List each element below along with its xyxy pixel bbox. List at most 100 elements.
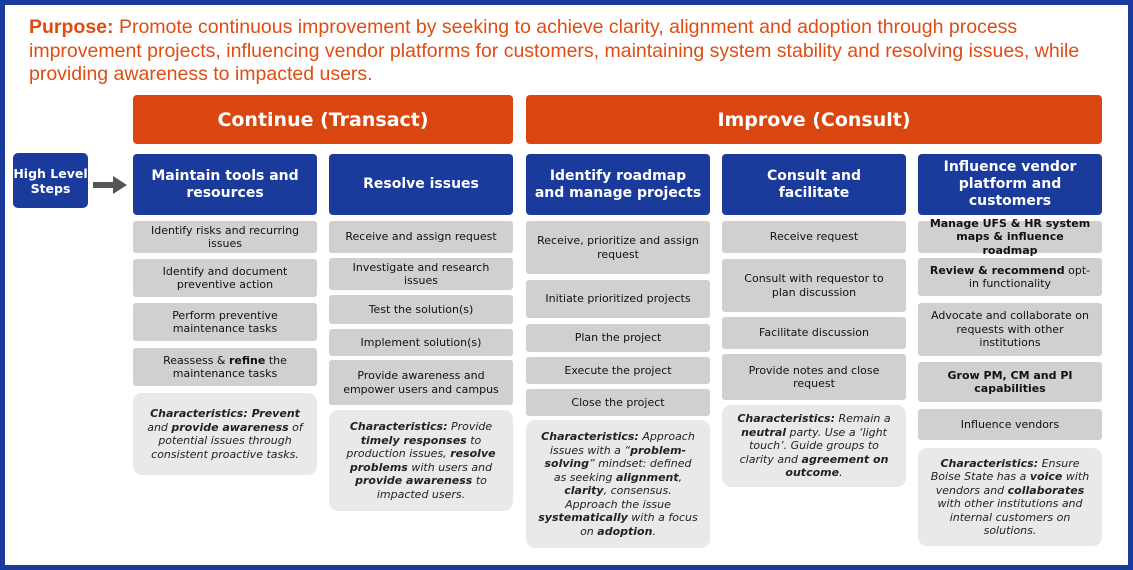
step-box: Manage UFS & HR system maps & influence … [918, 217, 1102, 257]
box-text: Test the solution(s) [369, 303, 474, 317]
text: with a focus on [580, 511, 698, 538]
text: ” mindset: defined as seeking [553, 457, 692, 484]
text: Influence vendors [960, 417, 1060, 431]
step-box: Provide notes and close request [722, 354, 906, 400]
characteristics-box: Characteristics: Approach issues with a … [526, 420, 710, 548]
step-box: Execute the project [526, 357, 710, 384]
phase-continue-transact: Continue (Transact) [133, 95, 513, 144]
bold-text: Characteristics: [737, 412, 835, 426]
purpose-statement: Purpose: Promote continuous improvement … [29, 16, 1114, 87]
text: , [678, 470, 683, 484]
text: Remain a [835, 412, 891, 426]
step-box: Advocate and collaborate on requests wit… [918, 303, 1102, 356]
text: with other institutions and internal cus… [937, 497, 1083, 537]
box-text: Influence vendors [961, 418, 1059, 432]
text: Plan the project [574, 331, 662, 345]
box-text: Perform preventive maintenance tasks [143, 309, 307, 336]
text: party. Use a ‘light touch’. Guide groups… [739, 425, 887, 466]
step-box: Investigate and research issues [329, 258, 513, 290]
step-box: Close the project [526, 389, 710, 416]
column-header: Maintain tools and resources [133, 154, 317, 215]
phase-improve-consult: Improve (Consult) [526, 95, 1102, 144]
step-box: Influence vendors [918, 409, 1102, 440]
text: Identify risks and recurring issues [150, 223, 300, 251]
step-box: Provide awareness and empower users and … [329, 360, 513, 405]
text: Ensure Boise State has a [930, 456, 1080, 484]
box-text: Close the project [571, 396, 664, 410]
characteristics-box: Characteristics: Prevent and provide awa… [133, 393, 317, 475]
bold-text: systematically [538, 511, 628, 524]
bold-text: provide awareness [171, 420, 289, 434]
box-text: Receive, prioritize and assign request [536, 234, 700, 261]
bold-text: voice [1029, 470, 1063, 483]
text: Investigate and research issues [352, 260, 490, 288]
text: and [147, 420, 172, 434]
text: Receive and assign request [345, 230, 497, 244]
box-text: Grow PM, CM and PI capabilities [928, 369, 1092, 396]
step-box: Receive, prioritize and assign request [526, 221, 710, 274]
bold-text: Characteristics: [541, 430, 639, 443]
right-arrow-icon [93, 176, 127, 194]
bold-text: neutral [741, 425, 787, 439]
text: Provide [447, 420, 493, 433]
text: Approach issues with a “ [549, 430, 695, 457]
purpose-text: Promote continuous improvement by seekin… [29, 16, 1080, 85]
text: Close the project [571, 395, 665, 409]
box-text: Consult with requestor to plan discussio… [732, 272, 896, 299]
step-box: Facilitate discussion [722, 317, 906, 349]
text: Reassess & [163, 353, 229, 367]
box-text: Characteristics: Prevent and provide awa… [145, 407, 305, 461]
box-text: Provide notes and close request [732, 364, 896, 391]
step-box: Receive request [722, 221, 906, 253]
column-resolve-issues: Resolve issues Receive and assign reques… [329, 154, 513, 511]
text: Consult with requestor to plan discussio… [744, 272, 884, 299]
bold-text: Manage UFS & HR system maps & influence … [929, 216, 1091, 257]
text: Test the solution(s) [368, 302, 474, 316]
step-box: Consult with requestor to plan discussio… [722, 259, 906, 312]
box-text: Identify risks and recurring issues [143, 224, 307, 251]
bold-text: agreement on outcome [785, 452, 889, 480]
bold-text: alignment [615, 470, 679, 484]
box-text: Reassess & refine the maintenance tasks [143, 354, 307, 381]
text: . [652, 524, 656, 538]
box-text: Manage UFS & HR system maps & influence … [928, 217, 1092, 258]
text: , consensus. Approach the issue [565, 484, 672, 511]
bold-text: provide awareness [355, 474, 473, 487]
text: Facilitate discussion [759, 326, 869, 340]
step-box: Reassess & refine the maintenance tasks [133, 348, 317, 386]
column-header: Resolve issues [329, 154, 513, 215]
bold-text: adoption [597, 524, 653, 538]
bold-text: problem-solving [544, 443, 687, 471]
box-text: Advocate and collaborate on requests wit… [928, 309, 1092, 350]
text: Receive request [769, 230, 859, 244]
bold-text: clarity [564, 484, 604, 497]
column-header: Identify roadmap and manage projects [526, 154, 710, 215]
step-box: Identify and document preventive action [133, 259, 317, 297]
column-header: Consult and facilitate [722, 154, 906, 215]
step-box: Implement solution(s) [329, 329, 513, 356]
step-box: Receive and assign request [329, 221, 513, 253]
box-text: Characteristics: Approach issues with a … [538, 430, 698, 538]
box-text: Plan the project [575, 331, 662, 345]
bold-text: Characteristics: Prevent [150, 407, 300, 420]
column-consult-facilitate: Consult and facilitate Receive request C… [722, 154, 906, 487]
step-box: Review & recommend opt-in functionality [918, 258, 1102, 296]
box-text: Review & recommend opt-in functionality [928, 264, 1092, 291]
box-text: Investigate and research issues [339, 261, 503, 288]
box-text: Provide awareness and empower users and … [339, 369, 503, 396]
box-text: Execute the project [564, 364, 671, 378]
step-box: Test the solution(s) [329, 295, 513, 324]
column-influence-vendor: Influence vendor platform and customers … [918, 154, 1102, 546]
text: Execute the project [564, 363, 672, 377]
bold-text: refine [229, 353, 266, 367]
bold-text: Grow PM, CM and PI capabilities [947, 368, 1073, 396]
text: to impacted users. [376, 474, 487, 501]
text: of potential issues through consistent p… [151, 420, 303, 461]
characteristics-box: Characteristics: Provide timely response… [329, 410, 513, 511]
box-text: Receive and assign request [345, 230, 496, 244]
text: Receive, prioritize and assign request [537, 234, 699, 261]
column-header: Influence vendor platform and customers [918, 154, 1102, 215]
text: Advocate and collaborate on requests wit… [931, 309, 1089, 350]
text: the maintenance tasks [172, 353, 287, 381]
step-box: Identify risks and recurring issues [133, 221, 317, 253]
